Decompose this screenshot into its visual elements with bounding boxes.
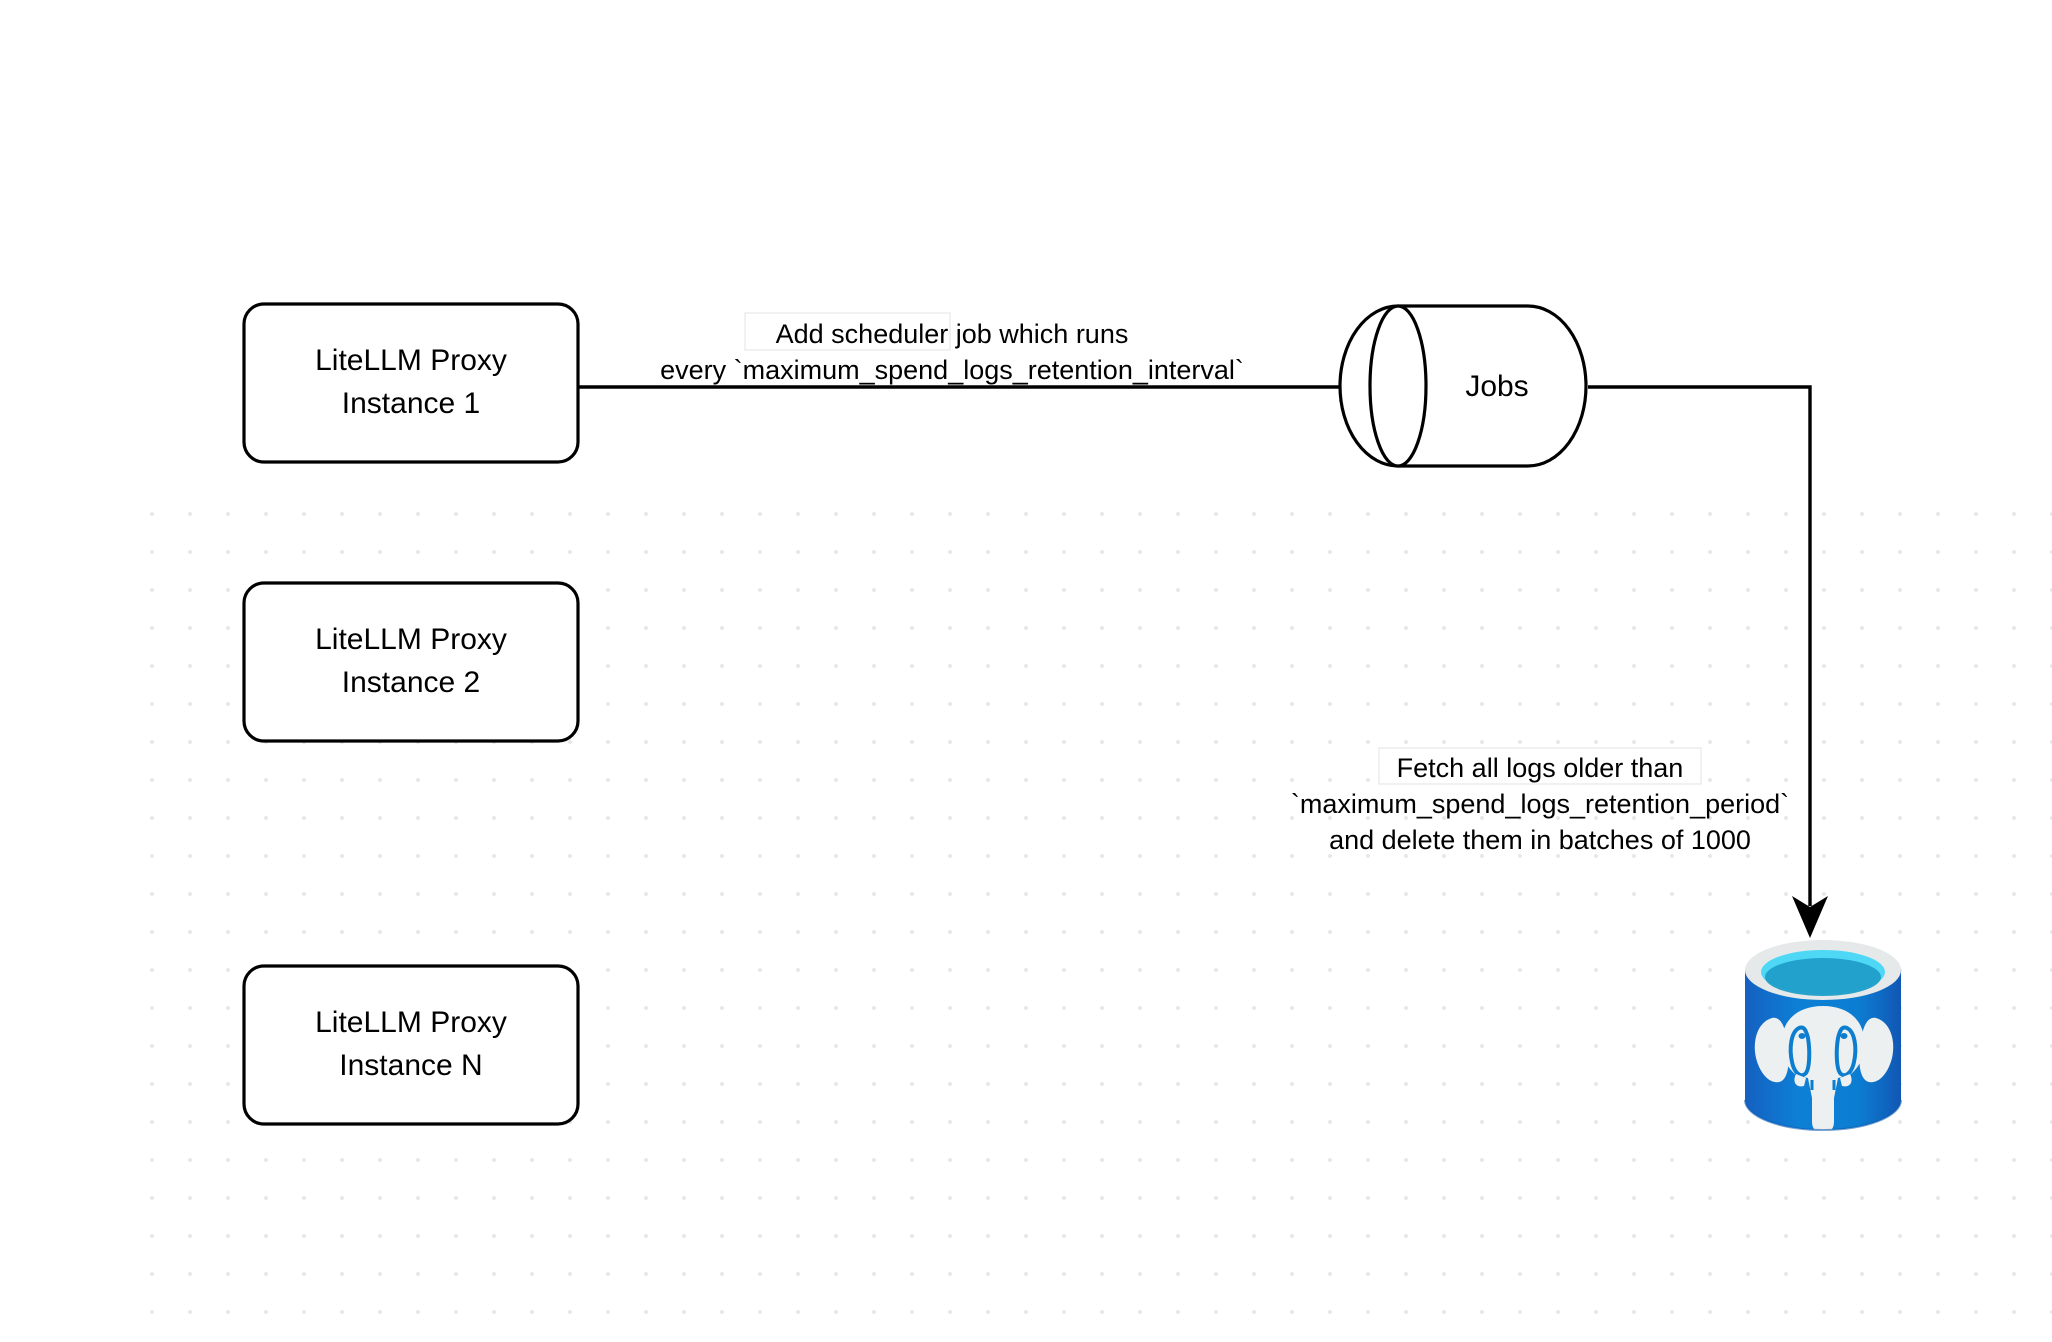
edge-proxy1-to-jobs-label-line2: every `maximum_spend_logs_retention_inte… (660, 355, 1244, 385)
proxy-instance-n-box[interactable] (242, 964, 580, 1126)
proxy-instance-2-box[interactable] (242, 581, 580, 743)
node-jobs-cylinder[interactable]: Jobs (1338, 304, 1588, 468)
postgres-database-top-inner (1765, 958, 1881, 996)
proxy-instance-1-label-line1: LiteLLM Proxy (315, 344, 507, 377)
node-proxy-instance-n[interactable]: LiteLLM Proxy Instance N (242, 964, 580, 1126)
edge-jobs-to-postgres-line (1588, 385, 1812, 906)
edge-jobs-to-postgres-arrowhead (1792, 896, 1828, 938)
edge-jobs-to-postgres-label-line1: Fetch all logs older than (1397, 753, 1684, 783)
jobs-cylinder-label: Jobs (1465, 370, 1528, 403)
proxy-instance-1-box[interactable] (242, 302, 580, 464)
node-proxy-instance-2[interactable]: LiteLLM Proxy Instance 2 (242, 581, 580, 743)
node-proxy-instance-1[interactable]: LiteLLM Proxy Instance 1 (242, 302, 580, 464)
postgresql-elephant-icon (1754, 1006, 1894, 1130)
edge-proxy1-to-jobs-label-line1: Add scheduler job which runs (776, 319, 1129, 349)
edge-label-1-highlight (744, 312, 951, 351)
edge-proxy1-to-jobs: Add scheduler job which runs every `maxi… (578, 312, 1375, 401)
jobs-cylinder-left-face (1368, 304, 1428, 468)
edge-jobs-to-postgres-label-line3: and delete them in batches of 1000 (1329, 825, 1751, 855)
edge-label-2-highlight (1378, 747, 1702, 785)
node-postgres-database[interactable] (1744, 940, 1902, 1134)
proxy-instance-n-label-line1: LiteLLM Proxy (315, 1006, 507, 1039)
postgres-database-bottom-edge (1744, 1099, 1902, 1131)
proxy-instance-2-label-line1: LiteLLM Proxy (315, 623, 507, 656)
proxy-instance-2-label-line2: Instance 2 (342, 666, 480, 699)
edge-jobs-to-postgres-label-line2: `maximum_spend_logs_retention_period` (1291, 789, 1789, 819)
edge-jobs-to-postgres: Fetch all logs older than `maximum_spend… (1291, 385, 1828, 938)
proxy-instance-1-label-line2: Instance 1 (342, 387, 480, 420)
proxy-instance-n-label-line2: Instance N (339, 1049, 482, 1082)
